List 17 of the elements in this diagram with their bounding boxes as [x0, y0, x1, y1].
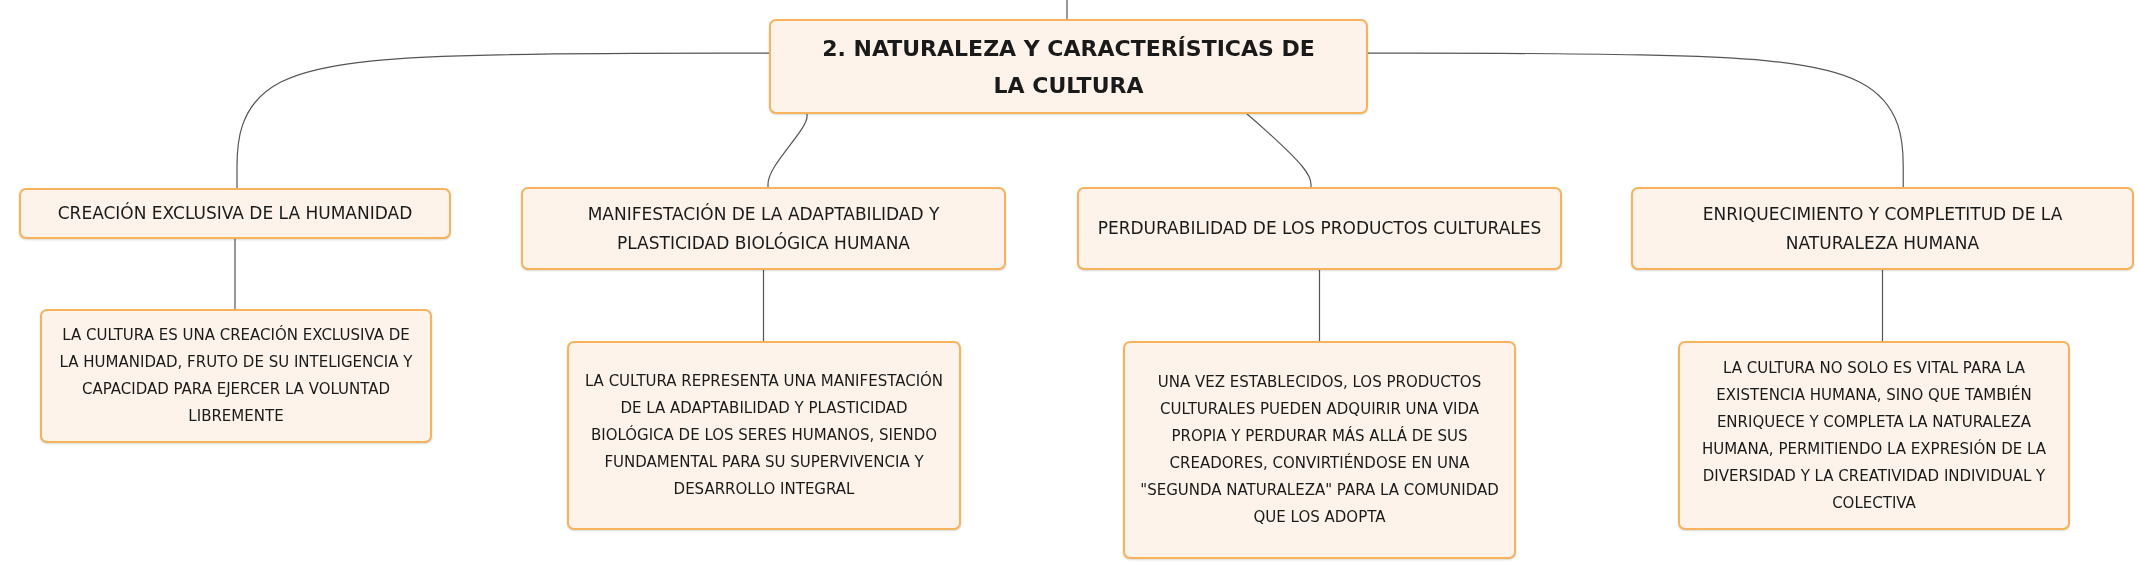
connector-line	[1318, 269, 1321, 342]
description-box: LA CULTURA ES UNA CREACIÓN EXCLUSIVA DE LA HUMANIDAD, FRUTO DE SU INTELIGENCIA Y CAPACIDAD PARA EJERCER LA VOLUNTAD LIBREMENTE	[40, 309, 432, 443]
connector-line	[1066, 0, 1068, 20]
topic-box: ENRIQUECIMIENTO Y COMPLETITUD DE LA NATURALEZA HUMANA	[1631, 187, 2134, 270]
connector-line	[762, 269, 765, 342]
description-box: LA CULTURA NO SOLO ES VITAL PARA LA EXISTENCIA HUMANA, SINO QUE TAMBIÉN ENRIQUECE Y COMPLETA LA NATURALEZA HUMANA, PERMITIENDO LA EXPRESIÓN DE LA DIVERSIDAD Y LA CREATIVIDAD INDIVIDUAL Y COLECTIVA	[1678, 341, 2070, 530]
connector-line	[236, 52, 770, 189]
connector-line	[767, 113, 808, 188]
topic-box: MANIFESTACIÓN DE LA ADAPTABILIDAD Y PLASTICIDAD BIOLÓGICA HUMANA	[521, 187, 1006, 270]
description-box: LA CULTURA REPRESENTA UNA MANIFESTACIÓN DE LA ADAPTABILIDAD Y PLASTICIDAD BIOLÓGICA DE LOS SERES HUMANOS, SIENDO FUNDAMENTAL PARA SU SUPERVIVENCIA Y DESARROLLO INTEGRAL	[567, 341, 961, 530]
title-box: 2. NATURALEZA Y CARACTERÍSTICAS DE LA CULTURA	[769, 19, 1368, 114]
connector-line	[1881, 269, 1884, 342]
connector-line	[1246, 113, 1312, 188]
topic-box: CREACIÓN EXCLUSIVA DE LA HUMANIDAD	[19, 188, 451, 239]
connector-line	[234, 238, 236, 310]
description-box: UNA VEZ ESTABLECIDOS, LOS PRODUCTOS CULTURALES PUEDEN ADQUIRIR UNA VIDA PROPIA Y PERDURAR MÁS ALLÁ DE SUS CREADORES, CONVIRTIÉNDOSE EN UNA "SEGUNDA NATURALEZA" PARA LA COMUNIDAD QUE LOS ADOPTA	[1123, 341, 1516, 559]
topic-box: PERDURABILIDAD DE LOS PRODUCTOS CULTURALES	[1077, 187, 1562, 270]
